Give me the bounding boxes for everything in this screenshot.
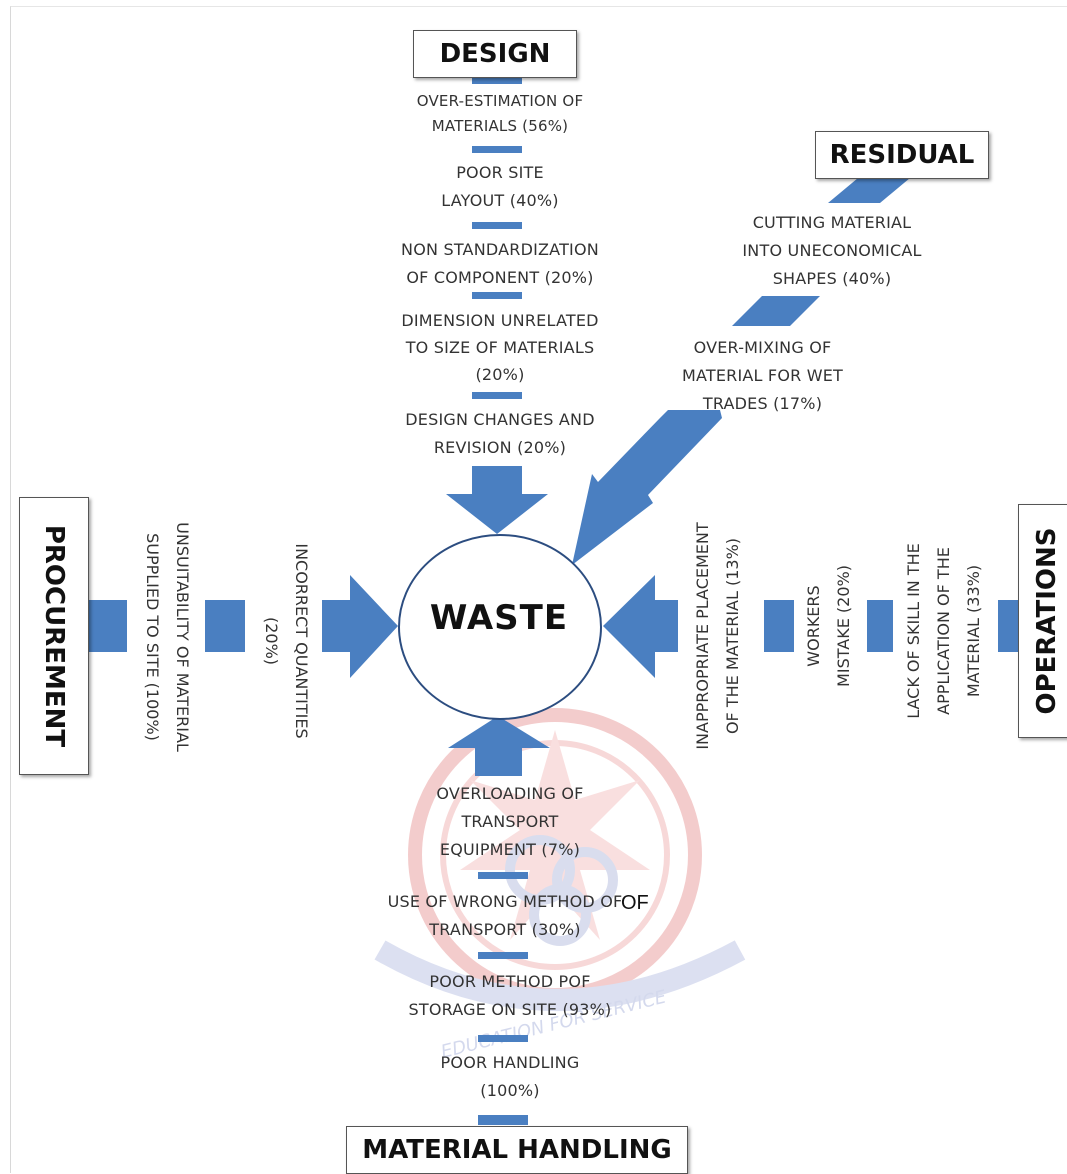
stray-text: OF [621,892,649,914]
design-connector-4 [472,292,522,299]
residual-arrow [572,410,722,565]
design-arrow [446,466,548,534]
design-connector-1 [472,77,522,84]
arrows [89,77,1020,1125]
stamp-ribbon [374,940,746,1011]
operations-connector-2 [867,600,893,652]
design-connector-3 [472,222,522,229]
material-handling-connector-4 [478,1115,528,1125]
residual-title: RESIDUAL [829,140,975,170]
residual-box: RESIDUAL [815,131,989,179]
material-handling-cause-4: POOR HANDLING(100%) [440,1053,580,1100]
procurement-connector-1 [89,600,127,652]
operations-connector-3 [764,600,794,652]
procurement-box: PROCUREMENT [19,497,89,775]
material-handling-connector-3 [478,1035,528,1042]
material-handling-connector-1 [478,872,528,879]
procurement-cause-2: INCORRECT QUANTITIES(20%) [262,543,311,739]
waste-ellipse [398,534,602,720]
procurement-connector-2 [205,600,245,652]
material-handling-arrow [448,716,550,776]
procurement-arrow [322,575,398,678]
waste-label: WASTE [429,598,569,638]
design-connector-2 [472,146,522,153]
design-title: DESIGN [439,39,551,69]
material-handling-box: MATERIAL HANDLING [346,1126,688,1174]
stamp-star [460,730,650,940]
operations-title: OPERATIONS [1032,527,1062,715]
material-handling-title: MATERIAL HANDLING [362,1135,672,1165]
design-connector-5 [472,392,522,399]
design-box: DESIGN [413,30,577,78]
operations-box: OPERATIONS [1018,504,1067,738]
operations-connector-1 [998,600,1020,652]
stamp-knot-3 [529,884,591,946]
residual-connector-2 [732,296,820,326]
residual-connector-1 [828,178,910,203]
diagram-frame [10,6,1067,1173]
material-handling-connector-2 [478,952,528,959]
procurement-title: PROCUREMENT [39,524,69,748]
operations-arrow [603,575,678,678]
